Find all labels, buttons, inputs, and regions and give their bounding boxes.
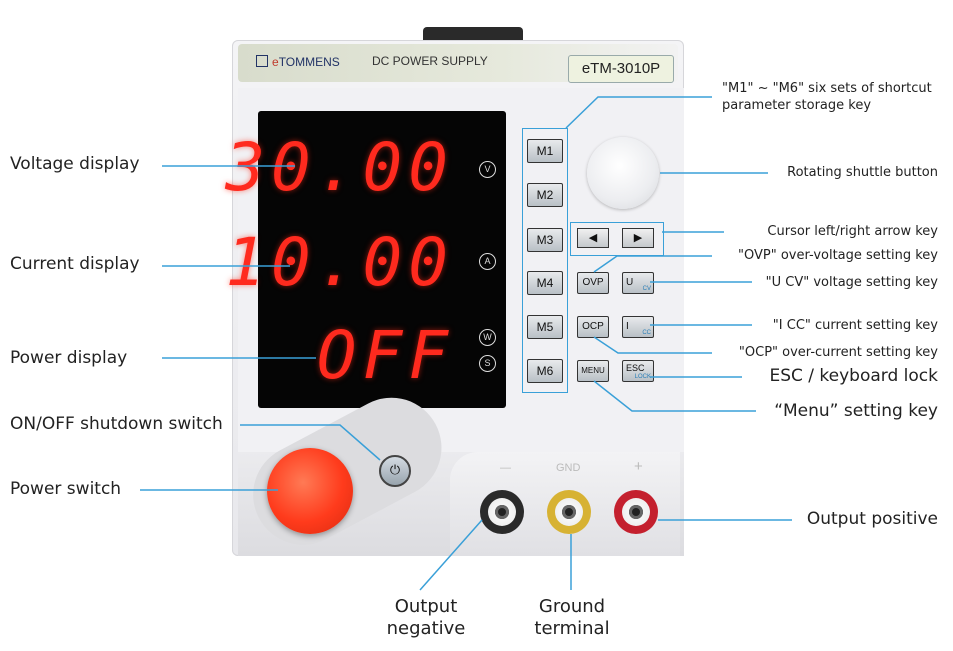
current-unit-icon: A [479, 253, 496, 270]
m4-button[interactable]: M4 [527, 271, 563, 295]
voltage-display-label: Voltage display [10, 154, 140, 174]
ocp-label: "OCP" over-current setting key [738, 345, 938, 360]
ground-terminal-callout: Ground terminal [534, 596, 610, 639]
positive-terminal[interactable] [614, 490, 658, 534]
icc-label: "I CC" current setting key [772, 318, 938, 333]
m3-button[interactable]: M3 [527, 228, 563, 252]
negative-terminal-label: — [500, 462, 511, 474]
leader-ocp [593, 336, 712, 354]
menu-label: “Menu” setting key [774, 401, 938, 421]
power-icon[interactable]: ⏻ [379, 455, 411, 487]
rotating-button-label: Rotating shuttle button [787, 165, 938, 180]
esc-lock-label: ESC / keyboard lock [769, 366, 938, 386]
menu-button[interactable]: MENU [577, 360, 609, 382]
current-readout: 10.00 [225, 224, 454, 301]
m6-button[interactable]: M6 [527, 359, 563, 383]
device-subtitle: DC POWER SUPPLY [372, 54, 488, 68]
rotary-encoder-knob[interactable] [587, 137, 659, 209]
leader-m-keys [565, 96, 712, 129]
voltage-unit-icon: V [479, 161, 496, 178]
power-readout: OFF [316, 317, 454, 394]
ground-terminal-label: GND [556, 462, 581, 474]
m-keys-label-line1: "M1" ~ "M6" six sets of shortcut [722, 81, 932, 96]
right-arrow-icon[interactable]: ▶ [622, 228, 654, 248]
m-keys-label-line2: parameter storage key [722, 98, 872, 113]
power-display-label: Power display [10, 348, 128, 368]
seconds-unit-icon: S [479, 355, 496, 372]
m5-button[interactable]: M5 [527, 315, 563, 339]
positive-terminal-label: + [634, 458, 643, 475]
ucv-label: "U CV" voltage setting key [765, 275, 938, 290]
current-display-label: Current display [10, 254, 140, 274]
ground-terminal[interactable] [547, 490, 591, 534]
leader-negative [419, 519, 483, 591]
leader-ovp [593, 255, 712, 273]
brand-icon [256, 55, 268, 67]
ovp-label: "OVP" over-voltage setting key [738, 248, 938, 263]
left-arrow-icon[interactable]: ◀ [577, 228, 609, 248]
voltage-readout: 30.00 [225, 129, 454, 206]
onoff-switch-label: ON/OFF shutdown switch [10, 414, 223, 434]
ocp-button[interactable]: OCP [577, 316, 609, 338]
model-badge: eTM-3010P [568, 55, 674, 83]
output-negative-label: Output negative [386, 596, 466, 639]
m1-button[interactable]: M1 [527, 139, 563, 163]
memory-keys-frame [522, 128, 568, 393]
power-switch-button[interactable] [267, 448, 353, 534]
leader-menu [593, 380, 756, 412]
m2-button[interactable]: M2 [527, 183, 563, 207]
brand-logo: eTOMMENS [256, 55, 340, 69]
output-positive-label: Output positive [806, 509, 938, 529]
ovp-button[interactable]: OVP [577, 272, 609, 294]
watt-unit-icon: W [479, 329, 496, 346]
cursor-keys-label: Cursor left/right arrow key [767, 224, 938, 239]
negative-terminal[interactable] [480, 490, 524, 534]
led-display: 30.00 V 10.00 A OFF W S [225, 111, 506, 408]
leader-onoff [240, 424, 381, 461]
power-switch-label: Power switch [10, 479, 122, 499]
